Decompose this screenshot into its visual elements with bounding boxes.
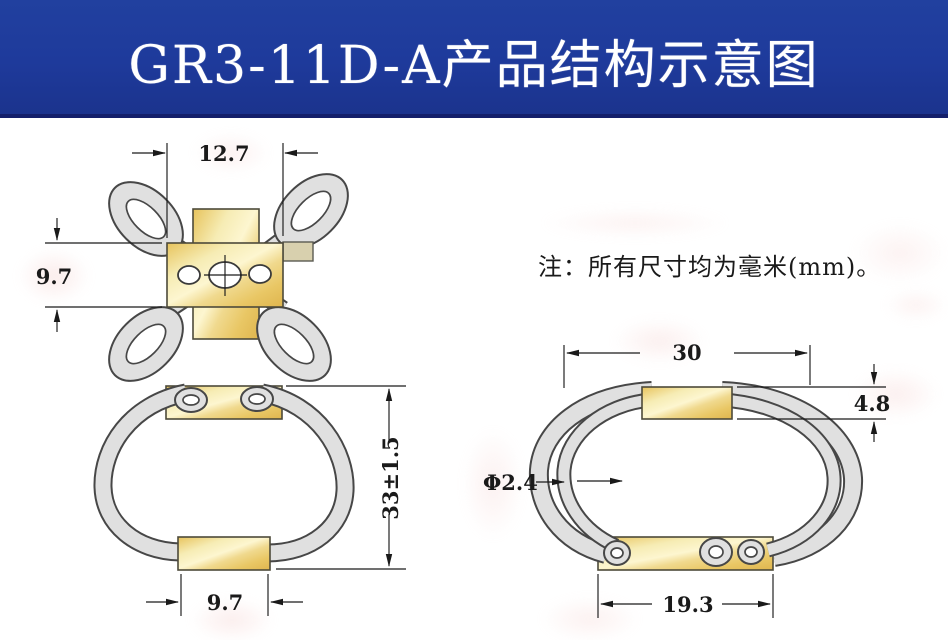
dim-label-side-clamp-height: 4.8 — [854, 391, 891, 416]
watermark-blob — [852, 368, 940, 420]
watermark-blob — [192, 132, 270, 174]
page-title: GR3-11D-A产品结构示意图 — [128, 35, 820, 96]
watermark-blob — [612, 318, 707, 364]
dim-label-side-wire-diameter: Φ2.4 — [483, 470, 538, 495]
bolt-hole — [177, 265, 201, 285]
dim-label-side-width: 30 — [672, 340, 701, 365]
dim-label-top-height: 9.7 — [36, 264, 73, 289]
wire-end-ring — [174, 386, 274, 413]
side-tab — [282, 241, 314, 262]
watermark-blob — [462, 428, 524, 540]
dimension-width: 30 — [563, 340, 811, 388]
dim-label-side-base-width: 19.3 — [662, 592, 713, 617]
watermark-blob — [540, 596, 640, 640]
dimension-clamp-height: 4.8 — [737, 364, 890, 442]
dim-label-top-width: 12.7 — [198, 141, 249, 166]
watermark-blob — [540, 208, 730, 238]
wire-rope — [93, 383, 355, 563]
dimension-height: 9.7 — [36, 218, 162, 332]
wire-loop — [256, 306, 332, 382]
wire-rope — [528, 381, 864, 567]
title-banner: GR3-11D-A产品结构示意图 — [0, 0, 948, 118]
units-note: 注：所有尺寸均为毫米(mm)。 — [538, 253, 882, 281]
top-clamp-bar — [641, 386, 733, 420]
dim-label-front-height: 33±1.5 — [378, 436, 403, 519]
dimension-width: 12.7 — [132, 141, 318, 238]
dimension-width: 9.7 — [146, 574, 303, 616]
dimension-base-width: 19.3 — [597, 574, 774, 618]
dimension-height: 33±1.5 — [276, 385, 406, 570]
watermark-blob — [884, 288, 948, 322]
top-view-drawing: 12.7 9.7 — [36, 141, 349, 382]
front-view-drawing: 33±1.5 9.7 — [93, 383, 406, 616]
bolt-hole — [248, 264, 272, 284]
watermark-blob — [190, 598, 274, 640]
bottom-clamp-bar — [177, 536, 271, 571]
wire-end-ring — [603, 537, 765, 567]
side-view-drawing: 30 4.8 Φ2.4 19.3 — [483, 340, 890, 618]
watermark-blob — [18, 248, 90, 304]
wire-loop — [108, 306, 184, 382]
wire-loop — [108, 181, 184, 257]
dimension-wire-diameter: Φ2.4 — [483, 470, 623, 495]
watermark-blob — [852, 222, 948, 284]
dim-label-front-base-width: 9.7 — [207, 590, 244, 615]
wire-loop — [273, 173, 349, 249]
crosshair — [204, 255, 247, 296]
